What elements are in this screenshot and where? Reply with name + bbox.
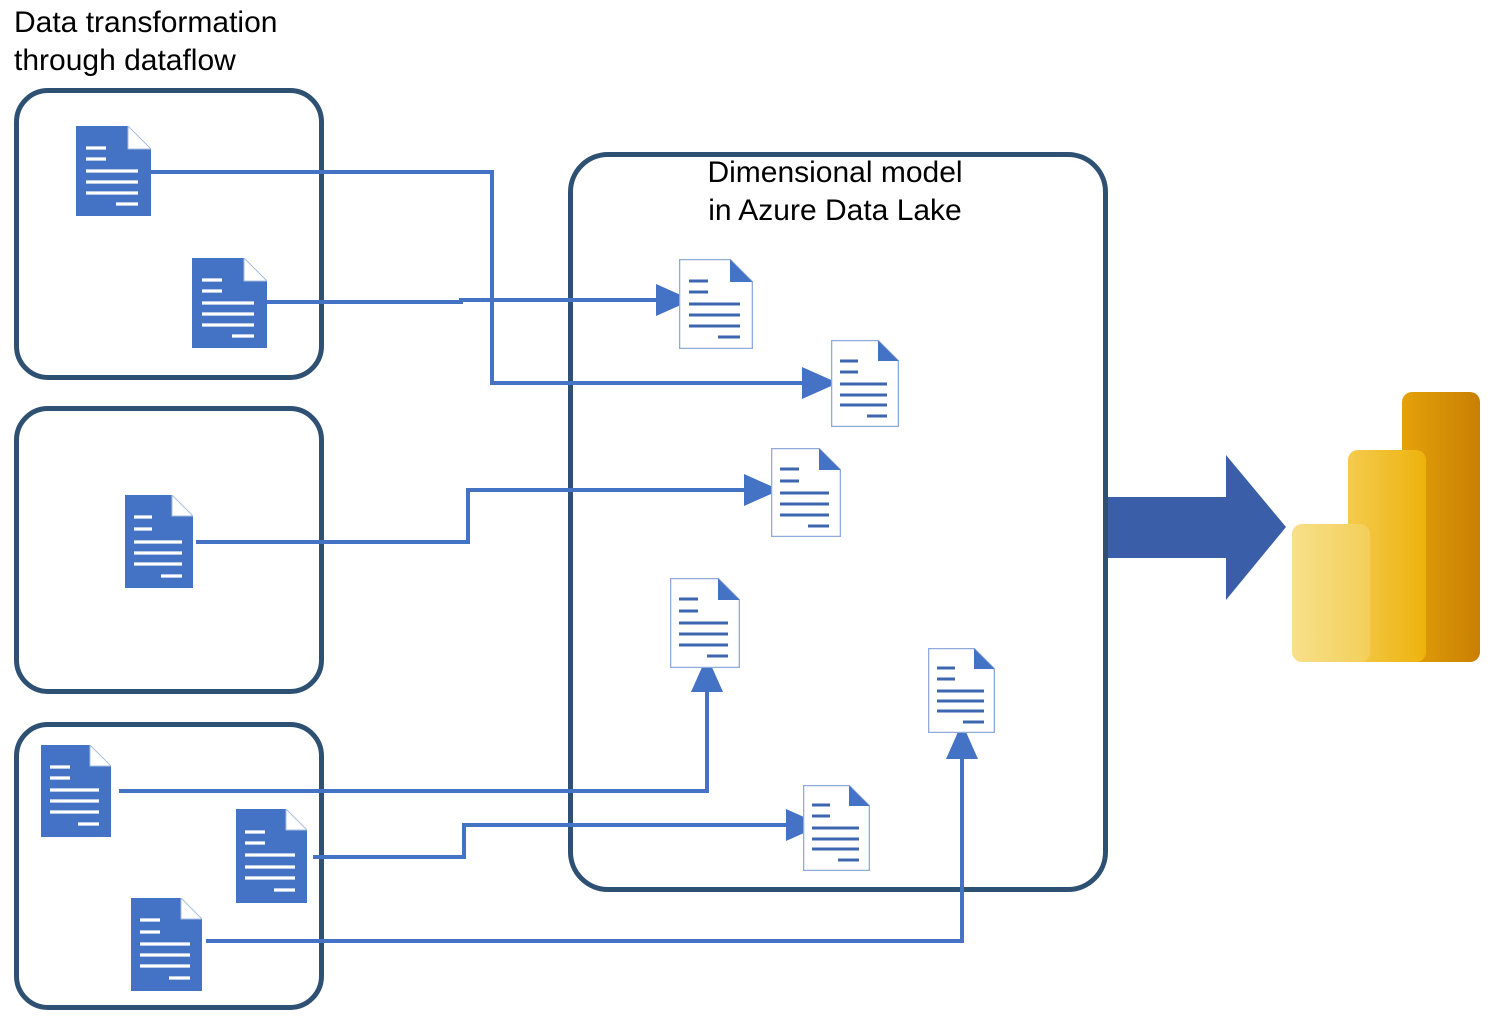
page-title: Data transformation through dataflow xyxy=(14,6,278,78)
powerbi-bar-short xyxy=(1292,524,1370,662)
source-group-1-box[interactable] xyxy=(14,88,324,380)
source-doc-3-b[interactable] xyxy=(236,809,307,903)
dim-doc-1[interactable] xyxy=(679,259,753,349)
flow-arrow-icon xyxy=(1108,455,1286,600)
source-doc-1-b[interactable] xyxy=(192,258,267,348)
power-bi-logo[interactable] xyxy=(1290,392,1480,662)
dim-doc-5[interactable] xyxy=(803,785,870,871)
dim-doc-6[interactable] xyxy=(928,648,995,733)
source-doc-1-a[interactable] xyxy=(76,126,151,216)
dim-doc-3[interactable] xyxy=(771,448,841,537)
dim-doc-4[interactable] xyxy=(670,578,740,668)
source-doc-2-a[interactable] xyxy=(125,495,193,588)
source-doc-3-c[interactable] xyxy=(131,898,202,991)
dim-doc-2[interactable] xyxy=(831,340,899,427)
source-doc-3-a[interactable] xyxy=(41,745,111,837)
